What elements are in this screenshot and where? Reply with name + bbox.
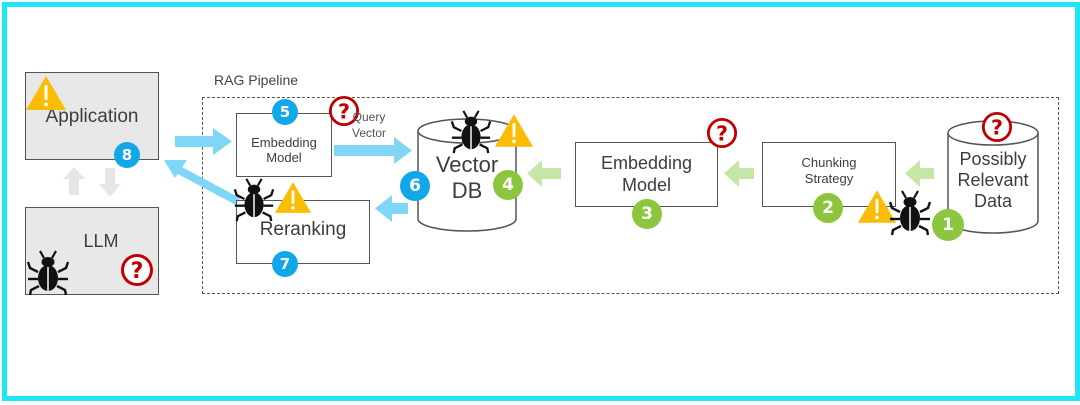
arrow-reranking-to-app	[164, 160, 240, 205]
arrow-vectordb-to-reranking	[375, 195, 408, 222]
data-label-3: Data	[973, 191, 1013, 212]
step-badge-7: 7	[272, 251, 298, 277]
data-source-label: Possibly Relevant Data	[946, 149, 1040, 213]
step-badge-1: 1	[932, 209, 964, 241]
svg-text:?: ?	[338, 100, 350, 124]
svg-text:?: ?	[716, 122, 728, 146]
arrow-app-to-llm	[99, 168, 121, 197]
svg-text:?: ?	[131, 259, 144, 284]
arrow-chunking-to-docembed	[724, 160, 754, 187]
question-icon: ?	[121, 254, 153, 286]
step-badge-3: 3	[632, 199, 662, 229]
data-label-1: Possibly	[959, 149, 1027, 169]
data-label-2: Relevant	[957, 170, 1029, 191]
step-badge-6: 6	[400, 171, 430, 201]
rag-pipeline-group	[202, 97, 1059, 294]
warning-icon	[26, 76, 66, 110]
arrow-docembed-to-vectordb	[527, 160, 561, 187]
query-vector-line2: Vector	[352, 125, 387, 140]
application-label: Application	[45, 105, 139, 127]
warning-icon	[274, 182, 312, 213]
vector-db-label-2: DB	[451, 177, 483, 203]
chunking-label-2: Strategy	[804, 170, 854, 186]
arrow-llm-to-app	[63, 167, 85, 195]
step-badge-2: 2	[813, 193, 843, 223]
chunking-label-1: Chunking	[801, 155, 857, 171]
doc-embedding-label-1: Embedding	[600, 153, 693, 174]
warning-icon	[857, 190, 897, 223]
reranking-label: Reranking	[259, 218, 347, 240]
pipeline-title: RAG Pipeline	[214, 72, 299, 88]
vector-db-label: Vector DB	[416, 152, 518, 204]
svg-text:?: ?	[991, 116, 1003, 140]
arrow-embedding-to-vectordb	[334, 137, 412, 164]
question-icon: ?	[706, 117, 738, 149]
arrow-app-to-embedding	[175, 128, 232, 155]
step-badge-4: 4	[493, 170, 523, 200]
query-embedding-label-2: Model	[266, 150, 302, 165]
step-badge-5: 5	[272, 99, 298, 125]
query-vector-line1: Query	[352, 110, 386, 124]
llm-label: LLM	[83, 231, 119, 252]
question-icon: ?	[981, 111, 1013, 143]
bug-icon	[450, 110, 492, 154]
bug-icon	[26, 250, 70, 296]
doc-embedding-label-2: Model	[621, 174, 671, 195]
step-badge-8: 8	[114, 142, 140, 168]
query-embedding-label-1: Embedding	[251, 134, 317, 150]
warning-icon	[494, 114, 534, 147]
bug-icon	[888, 190, 932, 236]
question-icon: ?	[328, 95, 360, 127]
query-vector-label: Query Vector	[352, 110, 386, 141]
bug-icon	[233, 178, 275, 222]
arrow-data-to-chunking	[905, 160, 934, 187]
vector-db-label-1: Vector	[435, 152, 499, 177]
document-embedding-node[interactable]: Embedding Model	[575, 142, 718, 207]
